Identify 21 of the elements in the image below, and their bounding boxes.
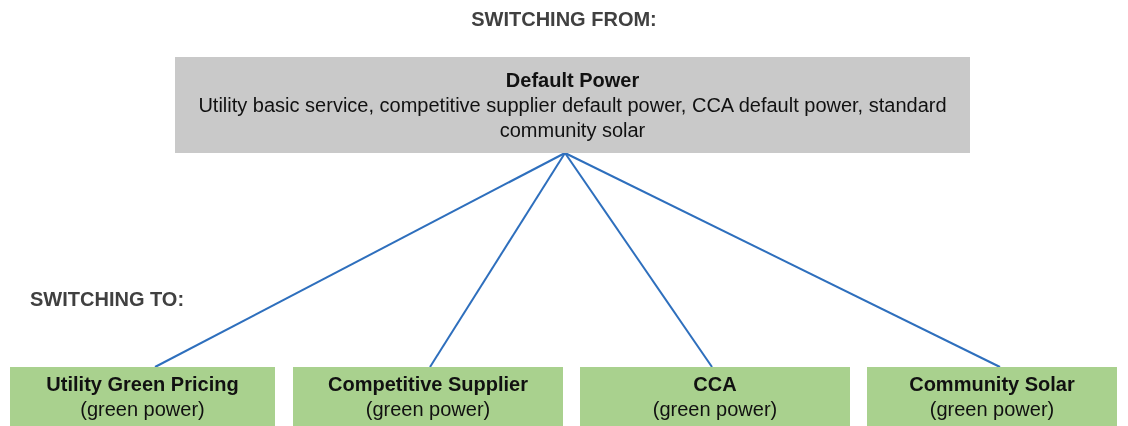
box-heading: Default Power — [505, 67, 640, 93]
box-description: (green power) — [929, 396, 1055, 422]
source-box — [175, 57, 970, 153]
connector-line — [154, 152, 566, 368]
box-heading: CCA — [693, 371, 737, 397]
box-heading: Community Solar — [909, 371, 1075, 397]
side-label: SWITCHING TO: — [30, 288, 185, 311]
connector-line — [429, 152, 566, 368]
box-description: (green power) — [80, 396, 205, 422]
box-description: Utility basic service, competitive supplier default power, CCA default power, standard community solar — [197, 92, 948, 143]
connector-line — [564, 152, 1001, 368]
box-heading: Utility Green Pricing — [46, 371, 239, 397]
box-description: (green power) — [652, 396, 778, 422]
option-box — [580, 367, 850, 426]
option-box — [293, 367, 563, 426]
box-description: (green power) — [365, 396, 491, 422]
option-box — [867, 367, 1117, 426]
box-heading: Competitive Supplier — [328, 371, 528, 397]
connector-line — [564, 152, 713, 368]
heading: SWITCHING FROM: — [470, 8, 658, 31]
option-box — [10, 367, 275, 426]
